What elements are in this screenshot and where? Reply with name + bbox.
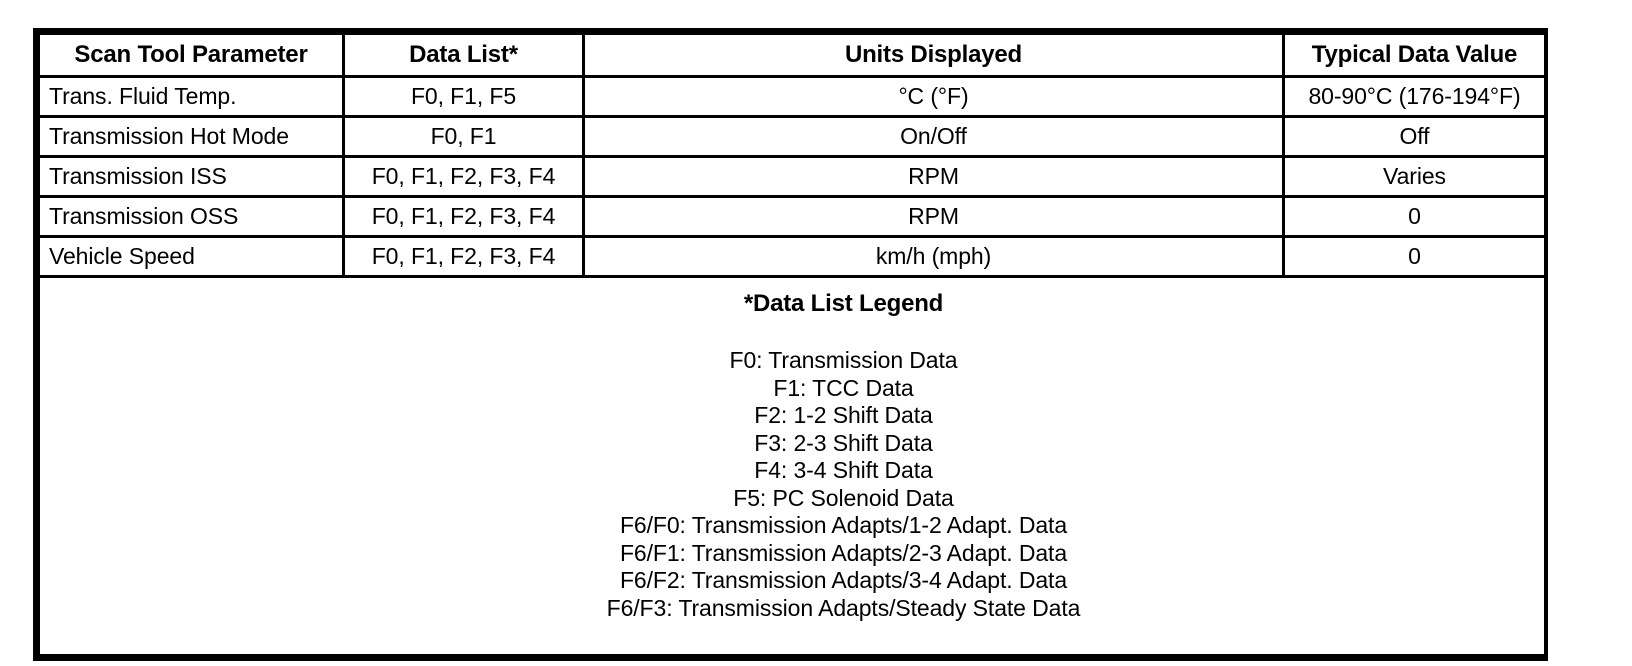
- table-body: Trans. Fluid Temp. F0, F1, F5 °C (°F) 80…: [37, 75, 1547, 657]
- table-row: Transmission ISS F0, F1, F2, F3, F4 RPM …: [37, 155, 1547, 198]
- cell-parameter: Transmission OSS: [37, 195, 345, 238]
- cell-data-list: F0, F1, F2, F3, F4: [342, 155, 585, 198]
- cell-data-list: F0, F1, F5: [342, 75, 585, 118]
- table-row: Transmission OSS F0, F1, F2, F3, F4 RPM …: [37, 195, 1547, 238]
- cell-parameter: Trans. Fluid Temp.: [37, 75, 345, 118]
- cell-typical-value: 0: [1282, 235, 1547, 278]
- cell-units: RPM: [582, 155, 1285, 198]
- legend-item: F4: 3-4 Shift Data: [754, 457, 933, 484]
- legend-cell: *Data List Legend F0: Transmission Data …: [37, 275, 1547, 657]
- table-header: Scan Tool Parameter Data List* Units Dis…: [37, 32, 1547, 78]
- scan-table: Scan Tool Parameter Data List* Units Dis…: [37, 32, 1547, 657]
- column-header-data-list: Data List*: [342, 32, 585, 78]
- legend-item: F6/F2: Transmission Adapts/3-4 Adapt. Da…: [619, 567, 1068, 594]
- cell-typical-value: Varies: [1282, 155, 1547, 198]
- column-header-typical-data-value: Typical Data Value: [1282, 32, 1547, 78]
- cell-data-list: F0, F1, F2, F3, F4: [342, 235, 585, 278]
- cell-parameter: Transmission Hot Mode: [37, 115, 345, 158]
- cell-units: On/Off: [582, 115, 1285, 158]
- cell-units: km/h (mph): [582, 235, 1285, 278]
- legend-item: F6/F0: Transmission Adapts/1-2 Adapt. Da…: [619, 512, 1068, 539]
- cell-typical-value: 80-90°C (176-194°F): [1282, 75, 1547, 118]
- cell-parameter: Vehicle Speed: [37, 235, 345, 278]
- legend-item: F6/F1: Transmission Adapts/2-3 Adapt. Da…: [619, 539, 1068, 566]
- column-header-units-displayed: Units Displayed: [582, 32, 1285, 78]
- cell-units: RPM: [582, 195, 1285, 238]
- legend-item: F2: 1-2 Shift Data: [754, 402, 933, 429]
- cell-parameter: Transmission ISS: [37, 155, 345, 198]
- cell-data-list: F0, F1, F2, F3, F4: [342, 195, 585, 238]
- legend-item: F5: PC Solenoid Data: [733, 484, 954, 511]
- legend-item: F3: 2-3 Shift Data: [754, 429, 933, 456]
- legend-item: F1: TCC Data: [773, 374, 914, 401]
- table-header-row: Scan Tool Parameter Data List* Units Dis…: [37, 32, 1547, 78]
- table-row: Trans. Fluid Temp. F0, F1, F5 °C (°F) 80…: [37, 75, 1547, 118]
- legend-item: F0: Transmission Data: [729, 347, 958, 374]
- scan-tool-parameter-table: Scan Tool Parameter Data List* Units Dis…: [33, 28, 1548, 661]
- table-row: Transmission Hot Mode F0, F1 On/Off Off: [37, 115, 1547, 158]
- cell-typical-value: 0: [1282, 195, 1547, 238]
- legend-item: F6/F3: Transmission Adapts/Steady State …: [606, 594, 1081, 621]
- cell-units: °C (°F): [582, 75, 1285, 118]
- cell-data-list: F0, F1: [342, 115, 585, 158]
- cell-typical-value: Off: [1282, 115, 1547, 158]
- column-header-scan-tool-parameter: Scan Tool Parameter: [37, 32, 345, 78]
- legend-container: *Data List Legend F0: Transmission Data …: [40, 278, 1544, 654]
- legend-list: F0: Transmission Data F1: TCC Data F2: 1…: [143, 317, 1544, 622]
- legend-row: *Data List Legend F0: Transmission Data …: [37, 275, 1547, 657]
- legend-title: *Data List Legend: [743, 290, 944, 317]
- table-row: Vehicle Speed F0, F1, F2, F3, F4 km/h (m…: [37, 235, 1547, 278]
